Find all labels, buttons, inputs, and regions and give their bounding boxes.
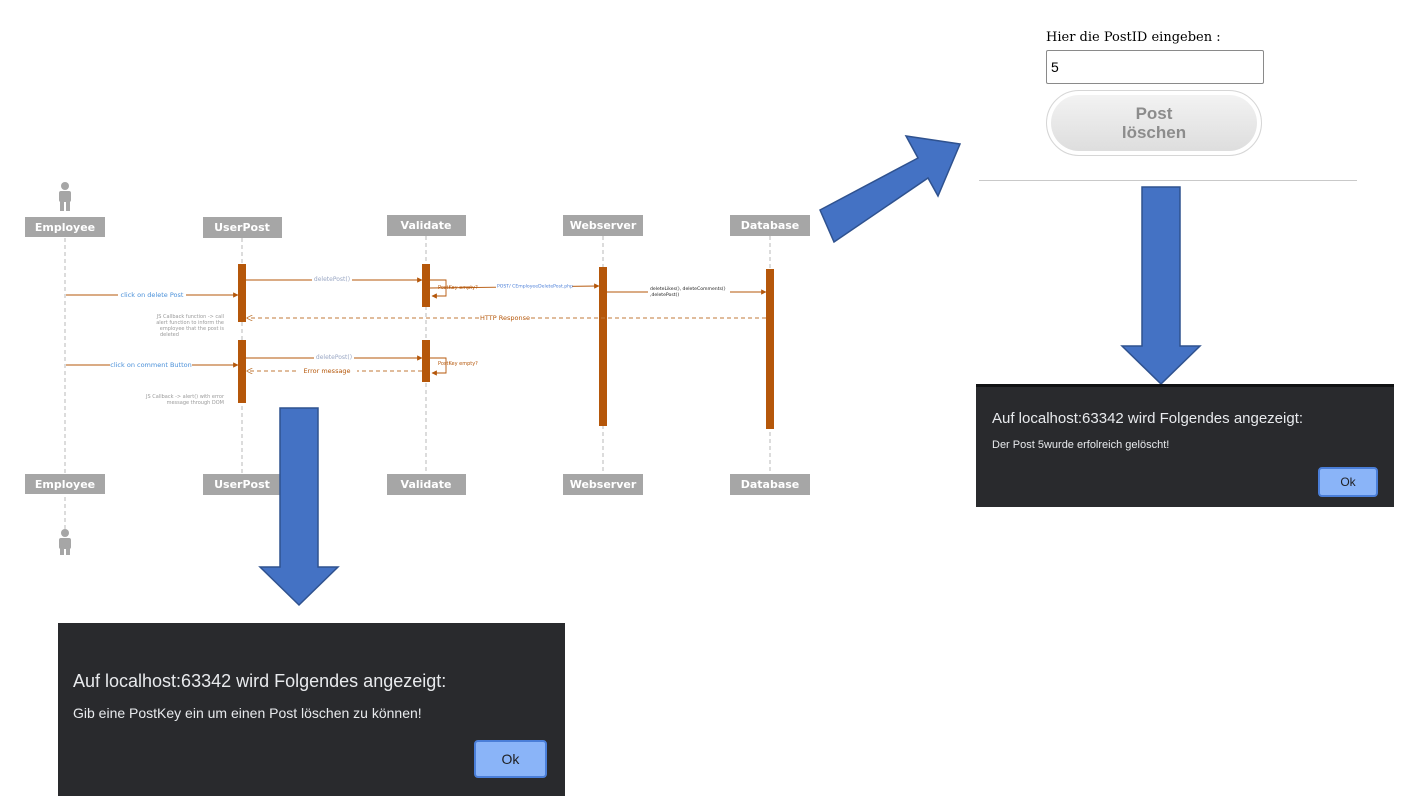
activation-validate-1: [422, 264, 430, 307]
lifeline-box-database-top: Database: [730, 215, 810, 236]
message-label: deletePost(): [316, 354, 352, 361]
arrow-up-right-icon: [819, 135, 962, 244]
divider: [979, 180, 1357, 181]
lifeline-label: Database: [741, 219, 800, 232]
note-line: JS Callback -> alert() with error: [145, 394, 225, 400]
delete-post-button-label-line2: löschen: [1121, 123, 1187, 142]
message-label: PostKey empty?: [438, 361, 478, 367]
lifeline-box-validate-top: Validate: [387, 215, 466, 236]
lifeline-label: UserPost: [214, 221, 270, 234]
message-label: deleteLikes(), deleteComments(): [650, 286, 726, 292]
actor-top-icon: [59, 182, 71, 211]
activation-database: [766, 269, 774, 429]
note-callback-2: JS Callback -> alert() with error messag…: [145, 394, 225, 406]
lifeline-box-database-bottom: Database: [730, 474, 810, 495]
lifeline-label: Webserver: [570, 478, 637, 491]
dialog-title: Auf localhost:63342 wird Folgendes angez…: [73, 671, 447, 691]
alert-dialog-error: Auf localhost:63342 wird Folgendes angez…: [58, 623, 565, 796]
ok-button[interactable]: Ok: [474, 740, 547, 778]
delete-post-button[interactable]: Post löschen: [1046, 90, 1262, 156]
ok-button[interactable]: Ok: [1318, 467, 1378, 497]
note-line: JS Callback function -> call: [156, 314, 224, 320]
delete-post-form: Hier die PostID eingeben : Post löschen: [1046, 30, 1286, 156]
message-label: HTTP Response: [480, 314, 530, 322]
lifeline-box-employee-top: Employee: [25, 217, 105, 237]
message-label: click on comment Button: [110, 361, 191, 369]
message-label: deletePost(): [314, 276, 350, 283]
message-label: ,deletePost(): [650, 292, 679, 298]
message-label: Error message: [303, 367, 350, 375]
dialog-title: Auf localhost:63342 wird Folgendes angez…: [992, 410, 1304, 427]
actor-bottom-icon: [59, 529, 71, 555]
lifeline-label: UserPost: [214, 478, 270, 491]
sequence-diagram: Employee UserPost Validate Webserver Dat…: [25, 182, 810, 555]
note-line: message through DOM: [167, 400, 224, 406]
lifeline-box-employee-bottom: Employee: [25, 474, 105, 494]
activation-validate-2: [422, 340, 430, 382]
lifeline-label: Validate: [401, 219, 452, 232]
note-line: employee that the post is: [160, 326, 225, 332]
lifeline-label: Webserver: [570, 219, 637, 232]
lifeline-box-webserver-top: Webserver: [563, 215, 643, 236]
note-line: alert function to inform the: [156, 320, 224, 326]
note-line: deleted: [160, 332, 179, 338]
arrow-down-icon: [1120, 186, 1202, 386]
postid-input[interactable]: [1046, 50, 1264, 84]
lifeline-label: Validate: [401, 478, 452, 491]
message-label: POST/ CEmployeeDeletePost.php: [497, 284, 573, 290]
lifeline-label: Employee: [35, 478, 95, 491]
dialog-message: Der Post 5wurde erfolreich gelöscht!: [992, 439, 1170, 451]
note-callback-1: JS Callback function -> call alert funct…: [156, 314, 225, 338]
lifeline-box-webserver-bottom: Webserver: [563, 474, 643, 495]
activation-userpost-1: [238, 264, 246, 322]
lifeline-label: Employee: [35, 221, 95, 234]
activation-webserver: [599, 267, 607, 426]
postid-label: Hier die PostID eingeben :: [1046, 30, 1221, 45]
alert-dialog-success: Auf localhost:63342 wird Folgendes angez…: [976, 384, 1394, 507]
lifeline-box-userpost-bottom: UserPost: [203, 474, 282, 495]
arrow-down-icon: [258, 407, 340, 607]
activation-userpost-2: [238, 340, 246, 403]
dialog-message: Gib eine PostKey ein um einen Post lösch…: [73, 705, 422, 721]
message-self-postkey-2: [430, 357, 447, 376]
lifeline-box-validate-bottom: Validate: [387, 474, 466, 495]
lifeline-box-userpost-top: UserPost: [203, 217, 282, 238]
message-label: click on delete Post: [121, 291, 184, 299]
delete-post-button-label-line1: Post: [1135, 104, 1173, 123]
lifeline-label: Database: [741, 478, 800, 491]
